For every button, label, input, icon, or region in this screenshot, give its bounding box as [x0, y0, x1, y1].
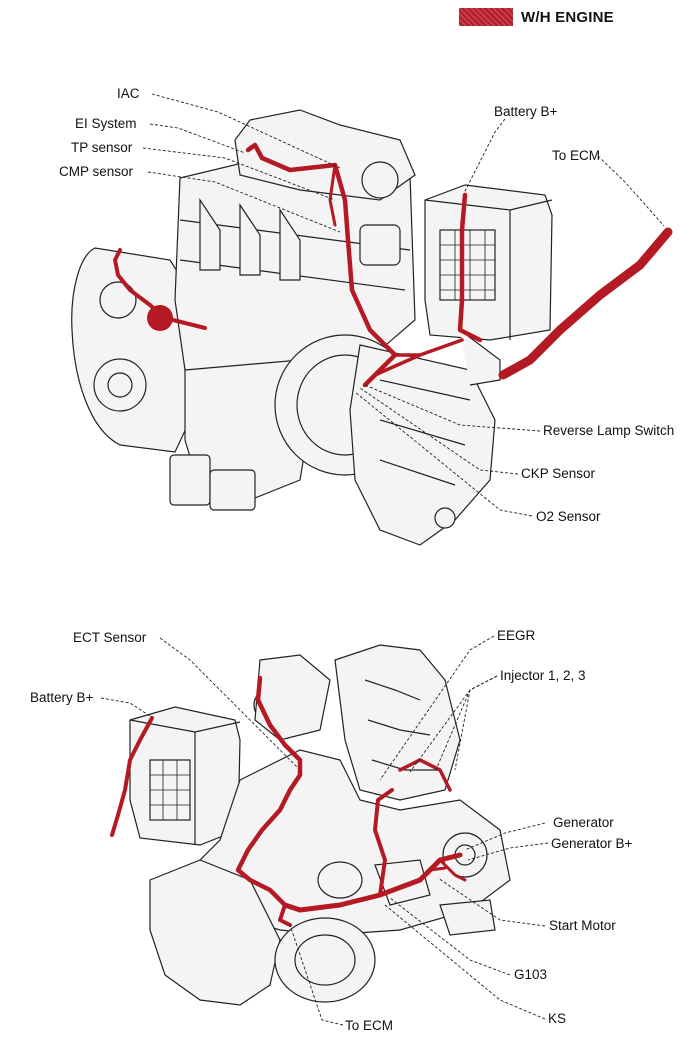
label-start-motor: Start Motor — [549, 918, 616, 933]
label-injector: Injector 1, 2, 3 — [500, 668, 586, 683]
label-o2-sensor: O2 Sensor — [536, 509, 601, 524]
top-leader-lines — [142, 93, 665, 517]
label-ckp-sensor: CKP Sensor — [521, 466, 596, 481]
legend: W/H ENGINE — [459, 6, 614, 28]
label-ks: KS — [548, 1011, 567, 1026]
bottom-engine-drawing — [129, 644, 511, 1006]
label-reverse-lamp-switch: Reverse Lamp Switch — [543, 423, 675, 438]
label-to-ecm-bottom: To ECM — [345, 1018, 394, 1033]
bottom-leader-lines — [100, 635, 549, 1026]
label-iac: IAC — [117, 86, 140, 101]
label-ect-sensor: ECT Sensor — [73, 630, 147, 645]
top-engine-drawing — [71, 109, 553, 546]
legend-label: W/H ENGINE — [521, 8, 614, 26]
top-wire-harness — [113, 142, 673, 388]
label-battery-b-plus-top: Battery B+ — [494, 104, 558, 119]
label-eegr: EEGR — [497, 628, 536, 643]
label-battery-b-plus-bottom: Battery B+ — [30, 690, 94, 705]
wire-harness-swatch — [459, 8, 513, 26]
label-cmp-sensor: CMP sensor — [59, 164, 134, 179]
label-generator: Generator — [553, 815, 614, 830]
label-generator-b-plus: Generator B+ — [551, 836, 633, 851]
label-to-ecm-top: To ECM — [552, 148, 601, 163]
bottom-wire-harness — [110, 675, 467, 927]
label-g103: G103 — [514, 967, 548, 982]
label-ei-system: EI System — [75, 116, 137, 131]
label-tp-sensor: TP sensor — [71, 140, 133, 155]
